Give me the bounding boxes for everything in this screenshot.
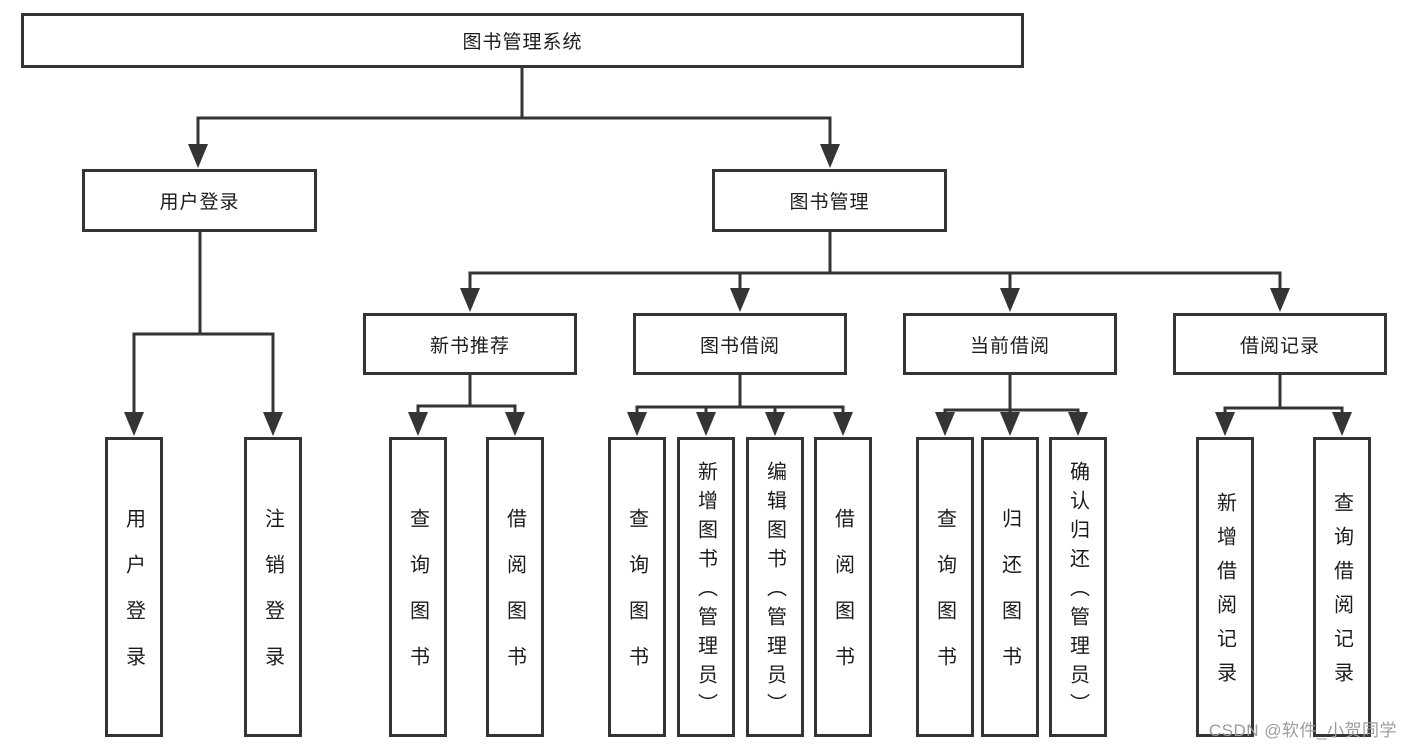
node-label: 借阅图书 xyxy=(831,508,854,692)
leaf-borrow-books: 借阅图书 xyxy=(814,437,872,737)
node-label: 图书管理系统 xyxy=(462,32,583,53)
node-label: 归还图书 xyxy=(998,508,1021,692)
node-label: 确认归还（管理员） xyxy=(1066,461,1089,722)
node-label: 注销登录 xyxy=(261,508,284,692)
leaf-query-books-borrow: 查询图书 xyxy=(608,437,666,737)
leaf-query-books-recommend: 查询图书 xyxy=(389,437,447,737)
leaf-borrow-books-recommend: 借阅图书 xyxy=(486,437,544,737)
node-label: 查询图书 xyxy=(406,508,429,692)
node-label: 图书管理 xyxy=(789,192,870,213)
node-label: 借阅图书 xyxy=(503,508,526,692)
csdn-watermark: CSDN @软件_小贺同学 xyxy=(1208,721,1397,740)
node-label: 新增图书（管理员） xyxy=(694,461,717,722)
node-label: 查询借阅记录 xyxy=(1330,492,1353,696)
node-user-login: 用户登录 xyxy=(82,169,317,232)
node-label: 用户登录 xyxy=(159,192,240,213)
node-label: 查询图书 xyxy=(933,508,956,692)
leaf-query-books-current: 查询图书 xyxy=(916,437,974,737)
node-new-book-recommendation: 新书推荐 xyxy=(363,313,577,375)
node-library-management-system: 图书管理系统 xyxy=(21,13,1024,68)
node-label: 图书借阅 xyxy=(699,335,780,357)
node-borrowing-records: 借阅记录 xyxy=(1173,313,1387,375)
leaf-return-books: 归还图书 xyxy=(981,437,1039,737)
leaf-add-books-admin: 新增图书（管理员） xyxy=(677,437,735,737)
node-label: 新增借阅记录 xyxy=(1213,492,1236,696)
leaf-add-borrow-record: 新增借阅记录 xyxy=(1196,437,1254,737)
node-label: 编辑图书（管理员） xyxy=(763,461,786,722)
node-current-borrowing: 当前借阅 xyxy=(903,313,1117,375)
node-label: 新书推荐 xyxy=(429,335,510,357)
node-label: 查询图书 xyxy=(625,508,648,692)
leaf-query-borrow-record: 查询借阅记录 xyxy=(1313,437,1371,737)
node-book-management: 图书管理 xyxy=(712,169,947,232)
leaf-edit-books-admin: 编辑图书（管理员） xyxy=(746,437,804,737)
node-label: 借阅记录 xyxy=(1239,335,1320,357)
leaf-user-login: 用户登录 xyxy=(105,437,163,737)
arrowheads xyxy=(124,144,1352,436)
node-label: 用户登录 xyxy=(122,508,145,692)
node-book-borrowing: 图书借阅 xyxy=(633,313,847,375)
leaf-confirm-return-admin: 确认归还（管理员） xyxy=(1049,437,1107,737)
node-label: 当前借阅 xyxy=(969,335,1050,357)
leaf-logout: 注销登录 xyxy=(244,437,302,737)
